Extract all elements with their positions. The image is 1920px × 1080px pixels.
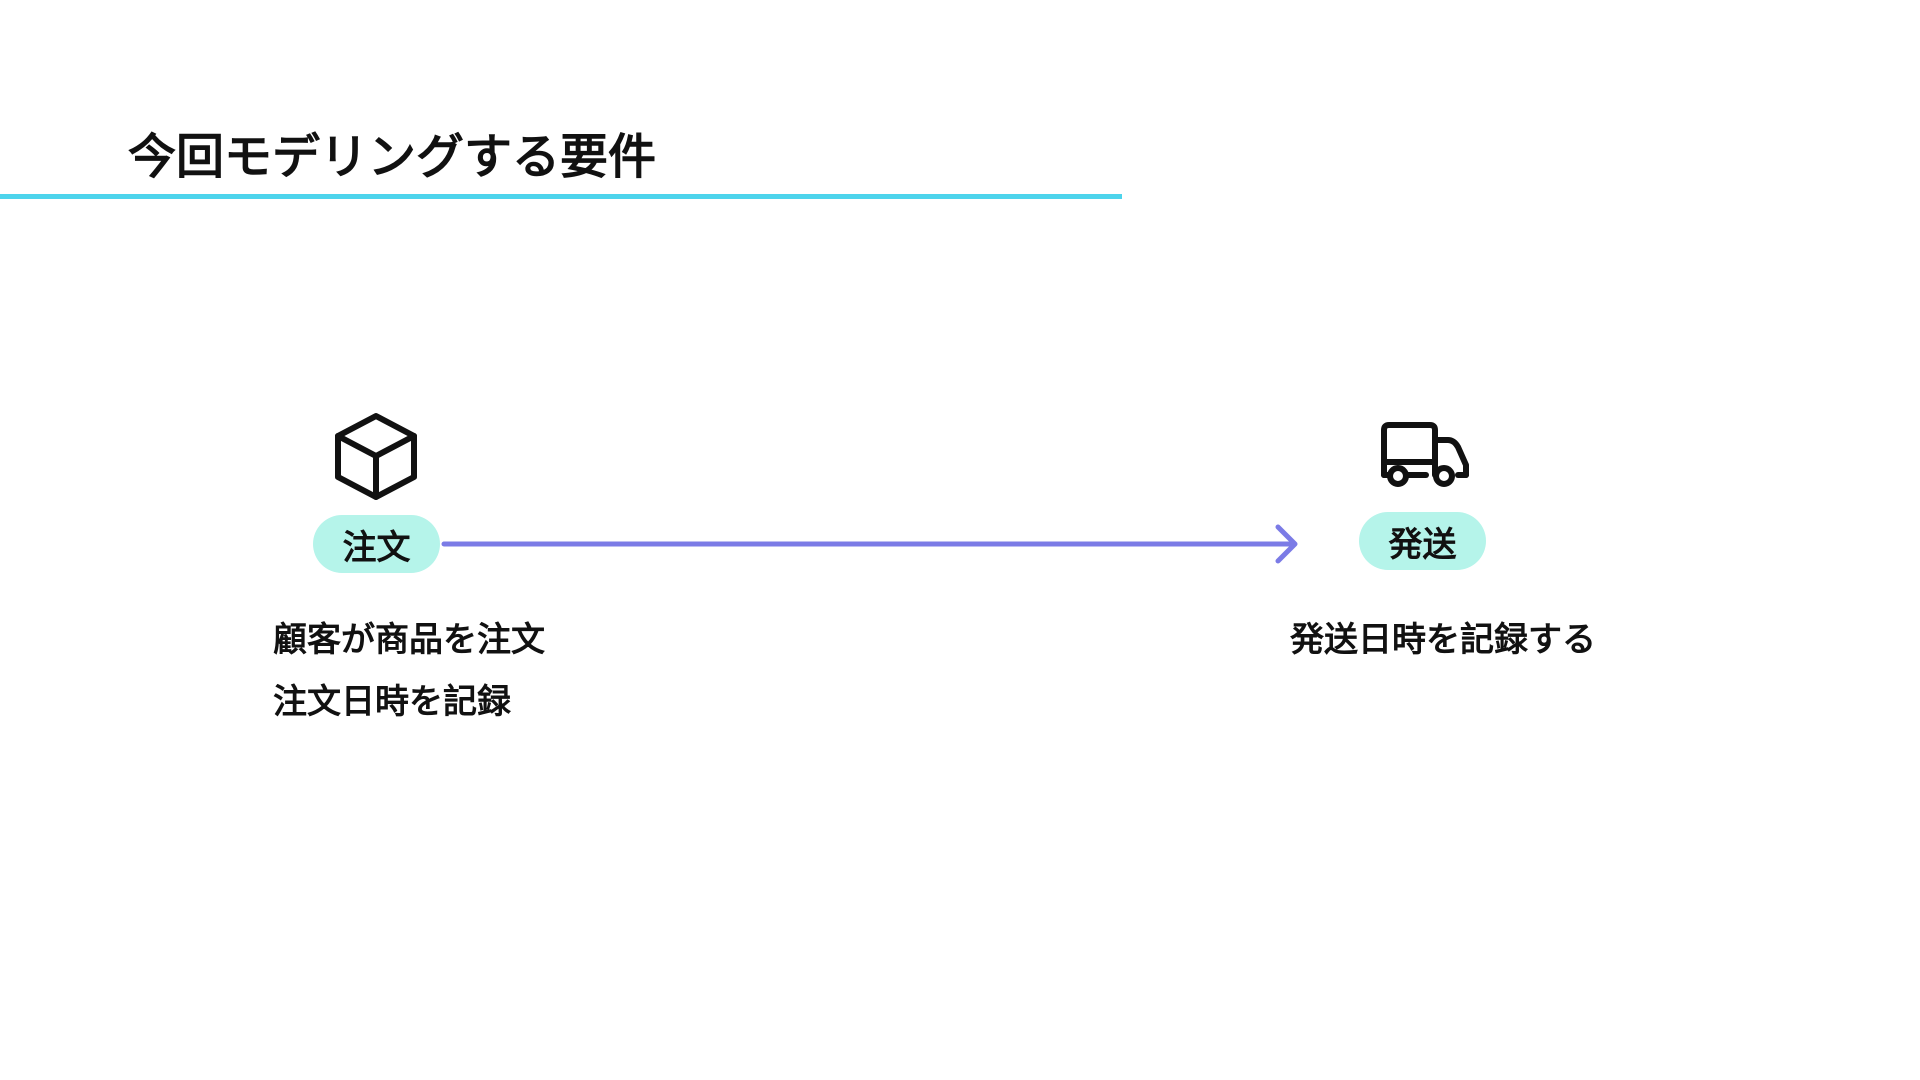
order-description-line: 注文日時を記録 bbox=[273, 682, 511, 722]
ship-node-label: 発送 bbox=[1359, 512, 1486, 570]
order-description-line: 顧客が商品を注文 bbox=[273, 620, 545, 660]
order-description: 顧客が商品を注文 注文日時を記録 bbox=[273, 609, 545, 733]
title-underline bbox=[0, 194, 1122, 199]
box-icon bbox=[333, 411, 419, 501]
truck-icon bbox=[1380, 420, 1470, 490]
ship-description: 発送日時を記録する bbox=[1290, 609, 1596, 671]
ship-description-line: 発送日時を記録する bbox=[1290, 620, 1596, 660]
order-node-label: 注文 bbox=[313, 515, 440, 573]
slide-title: 今回モデリングする要件 bbox=[128, 129, 657, 185]
flow-arrow bbox=[440, 522, 1300, 566]
